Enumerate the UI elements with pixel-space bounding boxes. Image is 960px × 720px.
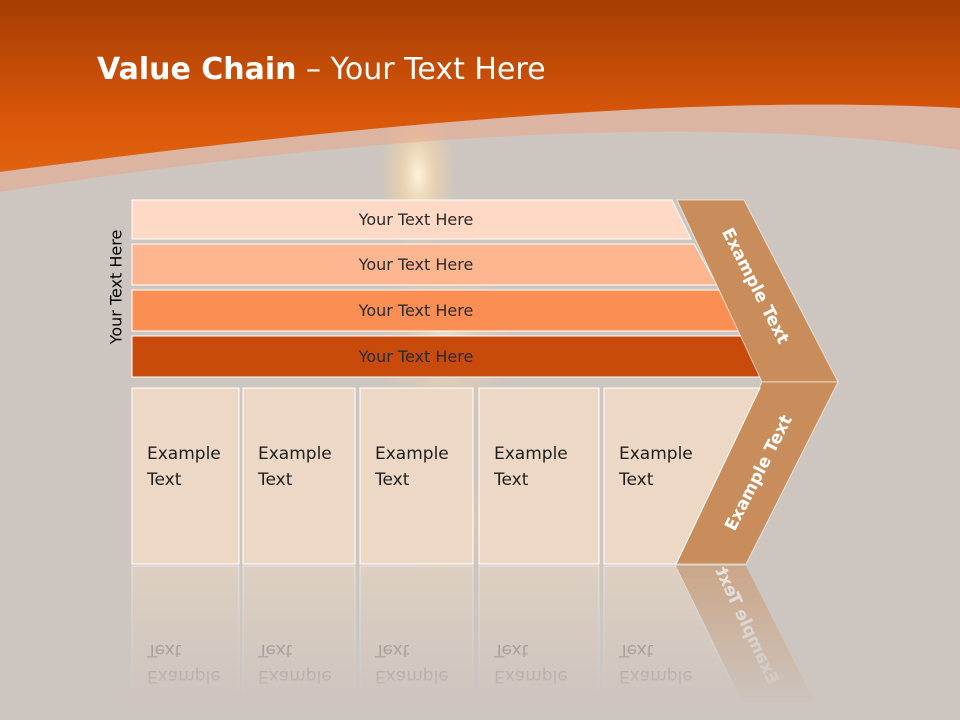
activity-box-1-line2-reflection: Text	[146, 640, 182, 660]
activity-box-2	[242, 387, 356, 565]
activity-box-1-line1-reflection: Example	[147, 666, 221, 686]
title-bold: Value Chain	[97, 52, 297, 87]
activity-box-4-line2: Text	[493, 470, 529, 490]
bar-3-label: Your Text Here	[358, 301, 474, 320]
activity-box-5-line2-reflection: Text	[618, 640, 654, 660]
activity-box-1-line1: Example	[147, 444, 221, 464]
activity-box-3-reflection	[359, 565, 474, 720]
activity-box-3-line1: Example	[375, 444, 449, 464]
activity-box-3-line2-reflection: Text	[374, 640, 410, 660]
bar-1	[131, 199, 692, 240]
activity-box-2-line2: Text	[257, 470, 293, 490]
slide-title: Value Chain – Your Text Here	[97, 52, 546, 87]
activity-box-2-reflection	[242, 565, 356, 720]
activity-box-1	[131, 387, 240, 565]
activity-box-1-reflection	[131, 565, 240, 720]
activity-box-4-line1-reflection: Example	[494, 666, 568, 686]
activity-box-5-line2: Text	[618, 470, 654, 490]
activity-box-2-line2-reflection: Text	[257, 640, 293, 660]
activity-box-5-line1: Example	[619, 444, 693, 464]
activity-box-1-line2: Text	[146, 470, 182, 490]
activity-box-5-line1-reflection: Example	[619, 666, 693, 686]
activity-box-5	[603, 387, 761, 565]
activity-box-4-line1: Example	[494, 444, 568, 464]
activity-box-2-line1-reflection: Example	[258, 666, 332, 686]
arrow-lower-reflection	[676, 566, 824, 720]
bar-4-label: Your Text Here	[358, 347, 474, 366]
activity-box-3-line1-reflection: Example	[375, 666, 449, 686]
bar-2-label: Your Text Here	[358, 255, 474, 274]
activity-box-4-line2-reflection: Text	[493, 640, 529, 660]
title-rest: – Your Text Here	[296, 52, 546, 87]
bar-1-label: Your Text Here	[358, 210, 474, 229]
activity-box-3-line2: Text	[374, 470, 410, 490]
activity-box-2-line1: Example	[258, 444, 332, 464]
activity-box-4	[478, 387, 600, 565]
activity-box-3	[359, 387, 474, 565]
activity-box-4-reflection	[478, 565, 600, 720]
